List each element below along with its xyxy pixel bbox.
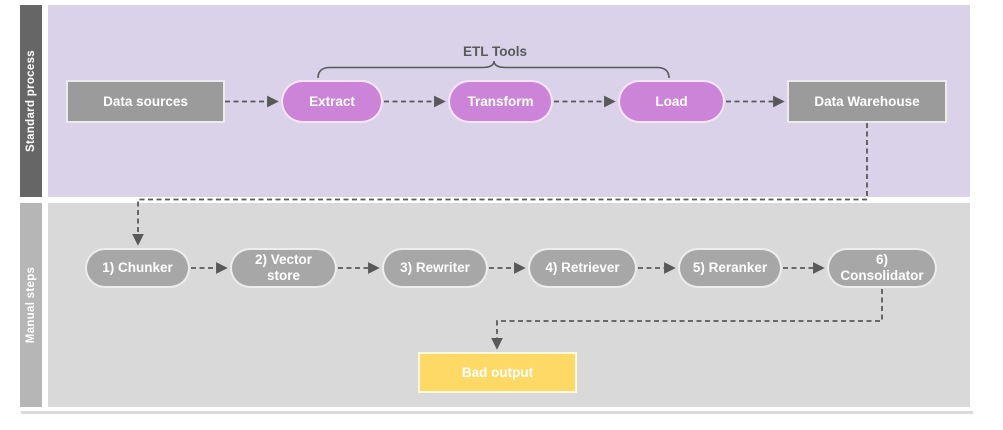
- lane-standard-process-header: Standard process: [20, 5, 42, 197]
- lane-manual-steps-header: Manual steps: [20, 203, 42, 407]
- node-retriever-label: 4) Retriever: [545, 260, 620, 276]
- node-data-warehouse: Data Warehouse: [787, 80, 947, 123]
- node-retriever: 4) Retriever: [528, 248, 637, 288]
- node-extract-label: Extract: [309, 93, 355, 109]
- node-vector-store: 2) Vector store: [230, 248, 337, 288]
- bottom-divider: [21, 411, 973, 414]
- node-chunker-label: 1) Chunker: [102, 260, 173, 276]
- node-rewriter: 3) Rewriter: [382, 248, 488, 288]
- node-load: Load: [618, 80, 725, 123]
- node-chunker: 1) Chunker: [85, 248, 190, 288]
- node-reranker-label: 5) Reranker: [692, 260, 768, 276]
- node-transform: Transform: [448, 80, 553, 123]
- node-transform-label: Transform: [467, 93, 534, 109]
- node-reranker: 5) Reranker: [678, 248, 782, 288]
- node-bad-output-label: Bad output: [461, 364, 534, 380]
- node-data-sources-label: Data sources: [103, 93, 188, 109]
- etl-tools-annotation: ETL Tools: [463, 44, 527, 59]
- node-vector-store-label: 2) Vector store: [254, 252, 313, 283]
- node-rewriter-label: 3) Rewriter: [400, 260, 470, 276]
- lane-standard-process-label: Standard process: [25, 50, 38, 152]
- node-data-sources: Data sources: [66, 80, 225, 123]
- node-consolidator-label: 6) Consolidator: [840, 252, 924, 283]
- node-data-warehouse-label: Data Warehouse: [814, 93, 920, 109]
- node-extract: Extract: [281, 80, 383, 123]
- lane-manual-steps-label: Manual steps: [25, 266, 38, 344]
- node-consolidator: 6) Consolidator: [827, 248, 937, 288]
- node-bad-output: Bad output: [418, 352, 577, 393]
- node-load-label: Load: [655, 93, 688, 109]
